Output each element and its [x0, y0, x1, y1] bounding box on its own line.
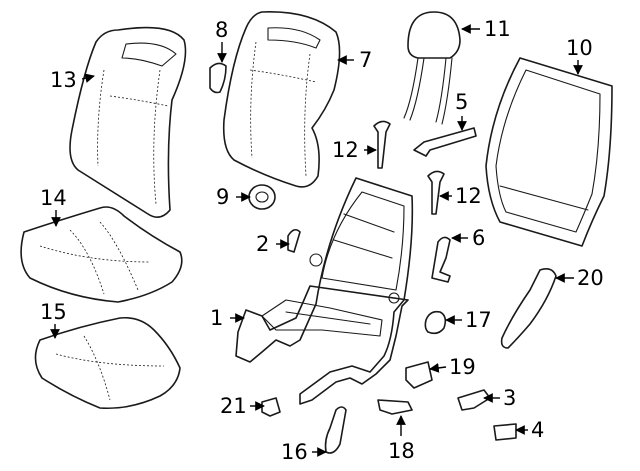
callout-5: 5: [455, 90, 468, 114]
part-3-bracket: [457, 389, 491, 411]
callout-19: 19: [449, 355, 476, 379]
callout-2: 2: [256, 232, 269, 256]
part-18-handle: [377, 399, 413, 415]
part-6-bracket: [431, 236, 451, 283]
callout-17: 17: [465, 308, 492, 332]
callout-10: 10: [566, 36, 593, 60]
callout-18: 18: [388, 439, 415, 463]
callout-14: 14: [40, 186, 67, 210]
leader-19: [429, 363, 447, 373]
part-5-bracket: [413, 127, 477, 157]
part-14-cushion-cover: [20, 206, 183, 303]
callout-9: 9: [216, 185, 229, 209]
part-13-seatback-cover: [69, 26, 187, 218]
leader-lines: [50, 24, 583, 457]
callout-6: 6: [472, 226, 485, 250]
part-2-clip: [287, 228, 301, 253]
callout-11: 11: [484, 17, 511, 41]
part-4-connector: [493, 423, 517, 441]
callout-15: 15: [40, 300, 67, 324]
callout-3: 3: [503, 386, 516, 410]
part-12-guide-upper: [373, 120, 391, 169]
callout-8: 8: [215, 18, 228, 42]
part-8-clip: [209, 62, 227, 94]
part-11-headrest: [403, 11, 461, 125]
part-16-trim: [324, 406, 347, 454]
part-21-clip: [261, 397, 281, 417]
leader-13: [81, 73, 95, 83]
callout-7: 7: [359, 48, 372, 72]
callout-20: 20: [577, 266, 604, 290]
callout-4: 4: [531, 418, 544, 442]
part-17-cap: [424, 310, 447, 335]
part-12-guide-lower: [427, 170, 445, 215]
callout-12b: 12: [455, 184, 482, 208]
callout-12a: 12: [332, 138, 359, 162]
part-7-seatback-pad: [222, 11, 341, 188]
part-15-cushion-pad: [34, 316, 181, 410]
part-10-back-panel: [485, 57, 613, 247]
part-19-cover: [405, 361, 433, 389]
callout-1: 1: [210, 306, 223, 330]
part-1-seat-frame: [235, 177, 414, 405]
callout-21: 21: [220, 394, 247, 418]
part-9-grommet: [248, 184, 276, 210]
callout-13: 13: [50, 68, 77, 92]
callout-labels: 1 2 3 4 5 6 7 8 9 10 11 12 12 13 14 15 1…: [40, 17, 604, 464]
callout-16: 16: [281, 440, 308, 464]
part-20-side-trim: [500, 268, 557, 349]
